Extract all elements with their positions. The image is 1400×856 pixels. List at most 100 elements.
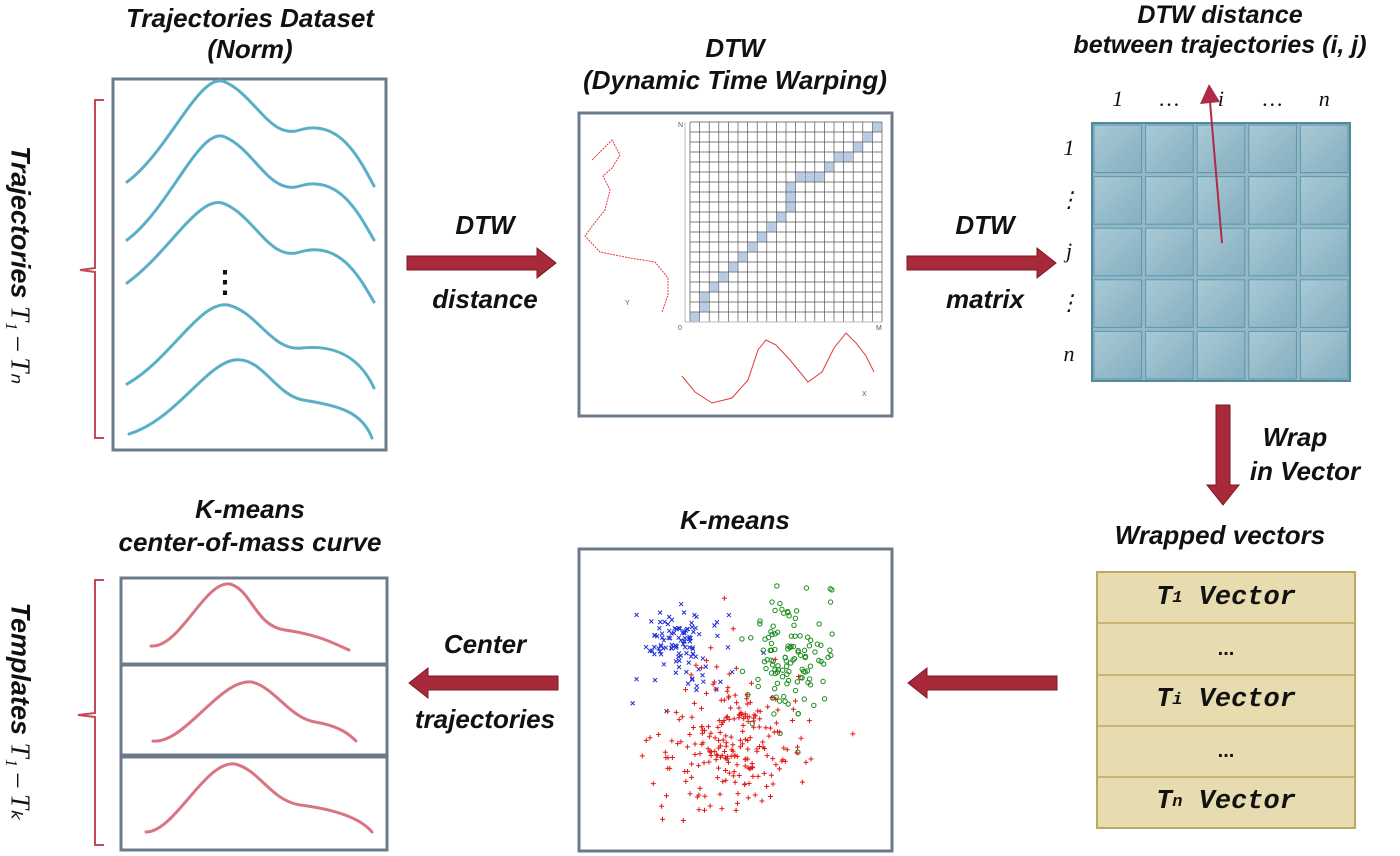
scatter-point-green: [779, 674, 786, 680]
scatter-point-red: [734, 800, 740, 806]
scatter-point-red: [745, 746, 751, 752]
scatter-point-blue: [684, 650, 689, 656]
scatter-point-blue: [726, 612, 732, 618]
scatter-point-green: [769, 662, 776, 668]
scatter-point-green: [827, 599, 834, 605]
scatter-point-red: [706, 734, 712, 740]
dtw-series-y: [584, 139, 669, 313]
scatter-point-red: [756, 724, 762, 730]
scatter-point-blue: [690, 651, 696, 657]
scatter-point-blue: [630, 700, 636, 706]
scatter-point-green: [801, 696, 807, 702]
kmeans-title: K-means: [680, 505, 790, 535]
scatter-point-red: [722, 755, 728, 761]
scatter-point-blue: [689, 620, 694, 626]
scatter-point-blue: [674, 644, 679, 649]
wrapped-vector-ellipsis: ...: [1217, 739, 1235, 762]
scatter-point-red: [687, 791, 693, 797]
scatter-point-red: [722, 748, 728, 754]
scatter-point-green: [774, 629, 781, 635]
scatter-point-red: [716, 718, 722, 724]
dtw-series-x: [681, 332, 875, 404]
scatter-point-red: [717, 791, 723, 797]
vector-word: Vector: [1182, 787, 1296, 817]
scatter-point-green: [786, 668, 792, 675]
trajectory-curve-3: [125, 200, 376, 304]
scatter-point-red: [736, 705, 742, 711]
scatter-point-green: [757, 621, 763, 627]
scatter-point-red: [769, 694, 775, 700]
scatter-point-green: [829, 631, 835, 637]
scatter-point-blue: [685, 626, 691, 632]
matrix-title-line2: between trajectories (i, j): [1073, 31, 1367, 59]
scatter-point-blue: [657, 610, 663, 615]
scatter-point-red: [719, 806, 725, 812]
scatter-point-red: [726, 695, 732, 701]
scatter-point-red: [701, 728, 707, 734]
matrix-cell: [1299, 124, 1349, 174]
dtw-axis-n: N: [678, 122, 683, 129]
arrow-dtw-label-bottom: distance: [432, 284, 538, 314]
scatter-point-red: [669, 755, 675, 761]
dtw-path-cell: [748, 242, 757, 252]
scatter-point-green: [827, 647, 833, 653]
scatter-point-red: [710, 681, 716, 687]
matrix-cell: [1248, 330, 1297, 380]
scatter-point-green: [821, 696, 828, 702]
matrix-cell: [1145, 227, 1194, 277]
dtw-axis-origin: 0: [678, 325, 682, 332]
scatter-point-red: [752, 792, 758, 798]
vector-index: n: [1172, 792, 1183, 812]
scatter-point-green: [797, 652, 804, 659]
matrix-row-label: ⋮: [1058, 289, 1080, 315]
scatter-point-green: [818, 642, 824, 648]
scatter-point-blue: [651, 644, 657, 650]
scatter-point-blue: [665, 621, 671, 627]
matrix-cell: [1093, 176, 1143, 225]
scatter-point-red: [747, 735, 753, 741]
matrix-row-label: j: [1065, 238, 1073, 264]
scatter-point-red: [739, 741, 745, 747]
templates-title-line2: center-of-mass curve: [118, 527, 382, 557]
scatter-point-blue: [648, 619, 654, 624]
scatter-point-red: [716, 765, 722, 771]
scatter-point-red: [737, 737, 743, 743]
scatter-point-blue: [700, 656, 706, 661]
vector-word: Vector: [1182, 685, 1296, 715]
scatter-point-green: [783, 663, 790, 670]
scatter-point-green: [760, 647, 766, 653]
scatter-point-green: [770, 623, 776, 629]
dtw-title-line2: (Dynamic Time Warping): [583, 65, 887, 95]
matrix-row-label: n: [1063, 341, 1075, 367]
scatter-point-green: [771, 685, 778, 692]
scatter-point-green: [774, 680, 781, 686]
matrix-cell: [1248, 124, 1297, 174]
scatter-point-blue: [634, 612, 639, 618]
dtw-warping-path: [690, 122, 882, 322]
scatter-point-green: [774, 583, 780, 589]
scatter-point-red: [767, 725, 773, 731]
scatter-point-red: [659, 803, 665, 809]
scatter-point-blue: [688, 654, 694, 659]
matrix-cell: [1299, 176, 1349, 225]
templates-title-line1: K-means: [195, 494, 305, 524]
scatter-point-blue: [676, 651, 682, 656]
arrow-dtw-matrix: [906, 246, 1057, 280]
scatter-point-green: [808, 637, 814, 643]
kmeans-scatter: [630, 583, 856, 823]
scatter-point-red: [639, 753, 645, 759]
scatter-point-red: [659, 816, 665, 822]
scatter-point-red: [725, 759, 731, 765]
dtw-path-cell: [853, 142, 863, 152]
scatter-point-red: [708, 730, 714, 736]
scatter-point-red: [714, 664, 720, 670]
matrix-col-label: n: [1318, 86, 1330, 111]
scatter-point-blue: [634, 676, 639, 682]
scatter-point-red: [707, 749, 713, 755]
scatter-point-red: [803, 759, 809, 765]
scatter-point-red: [662, 749, 668, 755]
scatter-point-red: [724, 714, 730, 720]
trajectories-bracket: [79, 99, 104, 439]
